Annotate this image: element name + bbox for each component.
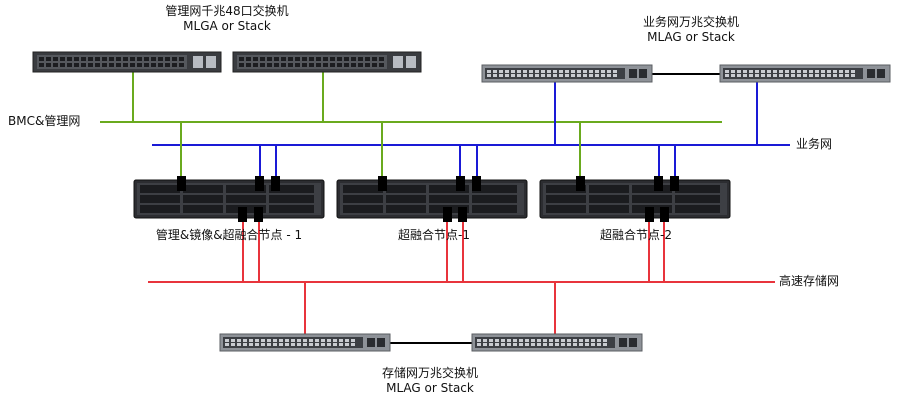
biz-switch-2	[719, 64, 891, 83]
node-3-label: 超融合节点-2	[600, 228, 672, 242]
server-node-3	[539, 179, 731, 219]
server-node-1	[133, 179, 325, 219]
node-2-stor-port-b	[458, 207, 467, 222]
node-1-label: 管理&镜像&超融合节点 - 1	[155, 228, 303, 242]
storage-network-label: 高速存储网	[779, 274, 840, 288]
node-3-stor-port-b	[660, 207, 669, 222]
mgmt-switch-2	[232, 51, 422, 73]
node-1-stor-port-b	[254, 207, 263, 222]
node-3-biz-port-b	[670, 176, 679, 191]
stor-switch-mode: MLAG or Stack	[386, 381, 474, 395]
node-1-biz-port-b	[271, 176, 280, 191]
biz-switch-mode: MLAG or Stack	[647, 30, 735, 44]
node-2-stor-port-a	[443, 207, 452, 222]
node-3-bmc-port	[576, 176, 585, 191]
stor-switch-label: 存储网万兆交换机 MLAG or Stack	[382, 366, 478, 396]
node-3-biz-port-a	[654, 176, 663, 191]
server-node-2	[336, 179, 528, 219]
node-2-biz-port-b	[472, 176, 481, 191]
node-2-biz-port-a	[456, 176, 465, 191]
mgmt-switch-1	[32, 51, 222, 73]
mgmt-switch-mode: MLGA or Stack	[183, 19, 271, 33]
stor-switch-title: 存储网万兆交换机	[381, 366, 479, 380]
node-3-stor-port-a	[645, 207, 654, 222]
mgmt-switch-label: 管理网千兆48口交换机 MLGA or Stack	[165, 4, 288, 34]
biz-switch-label: 业务网万兆交换机 MLAG or Stack	[643, 15, 739, 45]
business-network-label: 业务网	[796, 137, 833, 151]
node-port-connectors	[177, 176, 679, 222]
node-1-biz-port-a	[255, 176, 264, 191]
node-1-stor-port-a	[238, 207, 247, 222]
mgmt-switch-title: 管理网千兆48口交换机	[165, 4, 289, 18]
stor-switch-1	[219, 333, 391, 352]
node-1-bmc-port	[177, 176, 186, 191]
node-2-label: 超融合节点-1	[398, 228, 470, 242]
node-2-bmc-port	[378, 176, 387, 191]
bmc-network-label: BMC&管理网	[8, 114, 81, 128]
biz-switch-title: 业务网万兆交换机	[642, 15, 740, 29]
biz-switch-1	[481, 64, 653, 83]
stor-switch-2	[471, 333, 643, 352]
